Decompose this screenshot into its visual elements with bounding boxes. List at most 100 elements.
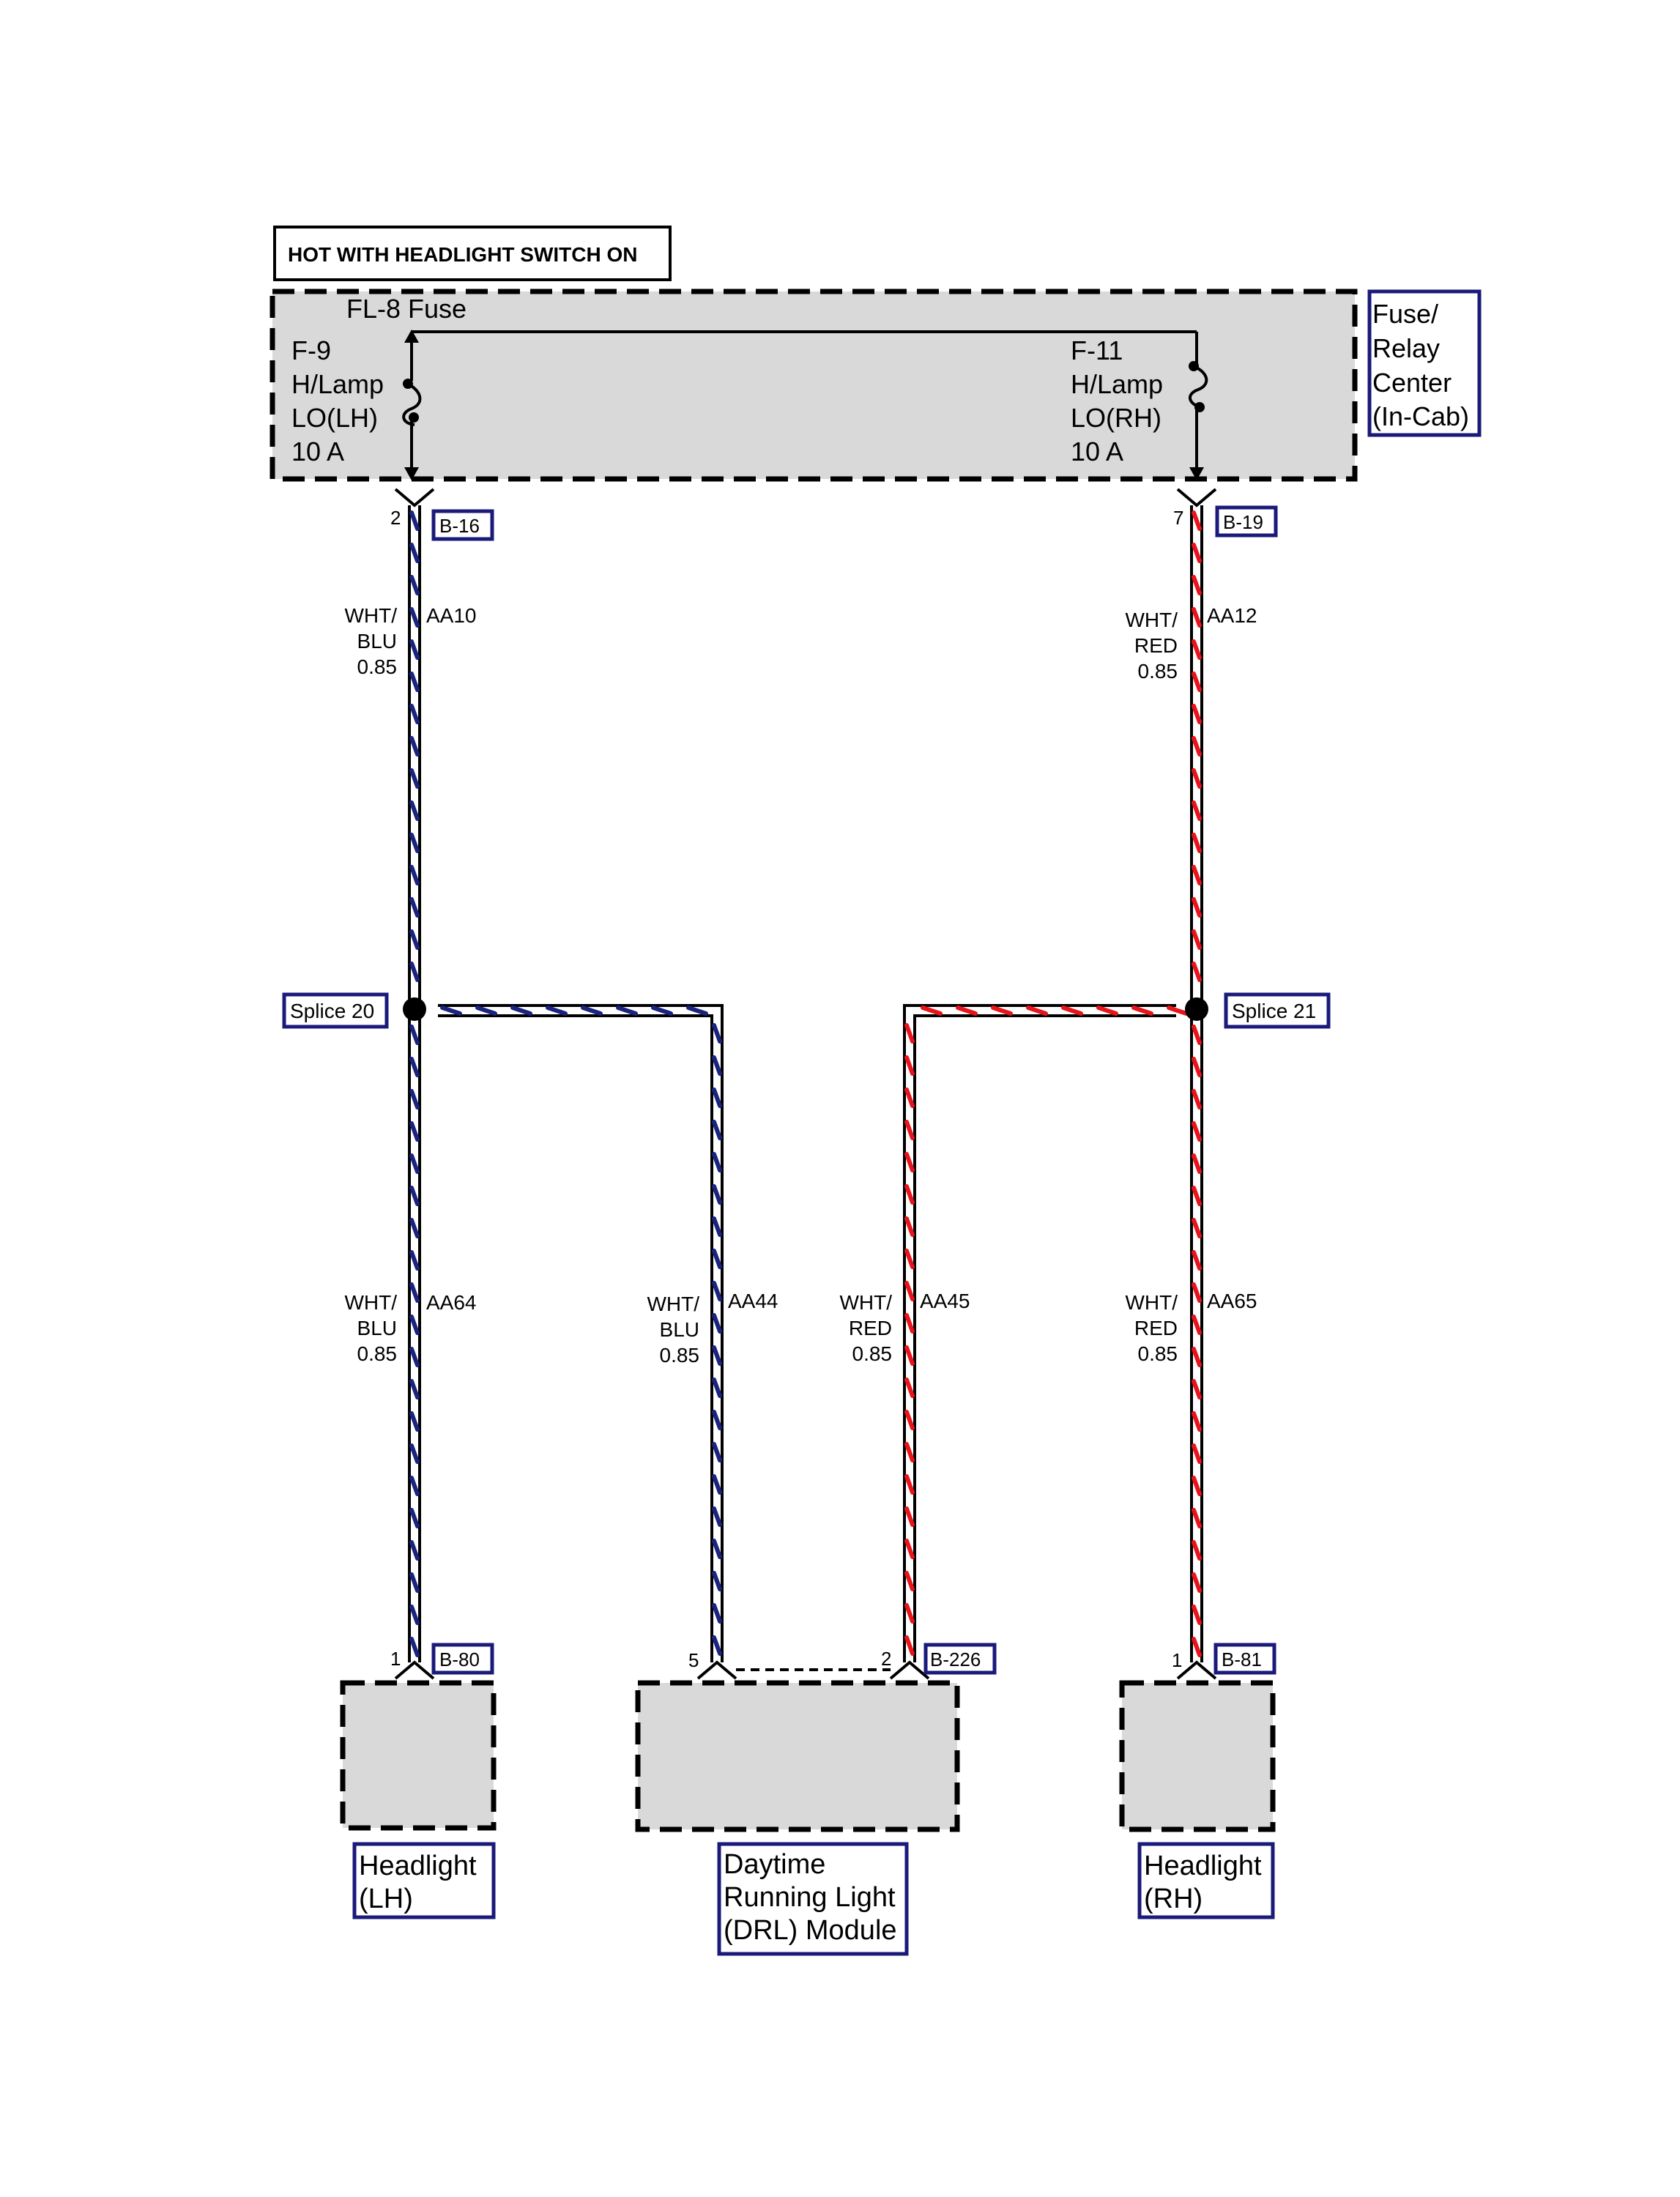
diagram-title: HOT WITH HEADLIGHT SWITCH ON [288,243,638,266]
wire-aa10-stripe [409,962,420,982]
wire-aa45-stripe [904,1281,915,1301]
fuse-relay-center-label-line3: Center [1372,368,1452,398]
wire-aa45-stripe [904,1474,915,1495]
wire-aa10-stripe [409,575,420,595]
wire-aa45 [903,1004,1176,1662]
wire-aa10-size: 0.85 [357,655,398,678]
wire-aa10-stripe [409,833,420,853]
wire-aa44-stripe [712,1152,722,1172]
wire-aa45-stripe [1131,1005,1153,1016]
wire-aa45-color-line1: WHT/ [839,1291,892,1314]
wire-aa45-stripe [904,1603,915,1624]
wire-aa64-stripe [409,1443,420,1464]
drl-module-label-line2: Running Light [724,1882,896,1913]
wire-aa12-stripe [1192,865,1202,885]
wire-aa44-size: 0.85 [660,1344,700,1367]
connector-b80-symbol [394,1660,435,1680]
wire-aa44-stripe [712,1088,722,1108]
connector-b80-label-box [431,1643,494,1675]
splice-20-label-box [282,992,389,1029]
connector-b81-pin: 1 [1172,1649,1182,1671]
wire-aa45-stripe [904,1635,915,1656]
wire-aa12-stripe [1192,510,1202,531]
connector-b19-symbol [1176,488,1217,508]
wire-aa65-stripe [1192,1089,1202,1109]
headlight-rh-label-box [1137,1842,1275,1919]
wire-aa44-stripe [712,1313,722,1334]
headlight-lh-label-box [352,1842,496,1919]
wire-aa45-stripe [904,1120,915,1140]
wire-aa44-stripe [712,1023,722,1044]
wire-aa12-circuit: AA12 [1207,604,1257,627]
headlight-rh-label-line1: Headlight [1144,1851,1262,1881]
headlight-rh-label-line2: (RH) [1144,1884,1203,1914]
wire-aa64-stripe [409,1572,420,1593]
wire-aa44-stripe [712,1410,722,1430]
connector-b19-pin: 7 [1173,507,1183,529]
wire-aa12-stripe [1192,736,1202,757]
fuse-relay-center-label-line4: (In-Cab) [1372,401,1469,431]
wire-aa44-stripe [651,1005,673,1016]
drl-module-component [635,1680,960,1832]
splice-21-dot [1185,997,1208,1021]
wire-aa65-stripe [1192,1347,1202,1367]
wire-aa12-stripe [1192,672,1202,692]
wire-aa44-stripe [712,1216,722,1237]
wire-aa10-stripe [409,639,420,660]
wire-aa64-stripe [409,1186,420,1206]
wire-aa44-stripe [712,1055,722,1076]
wire-aa10-stripe [409,768,420,789]
wire-aa44 [438,1004,724,1662]
wire-aa45-stripe [1061,1005,1083,1016]
wire-aa45-stripe [904,1410,915,1430]
splice-20-dot [403,997,426,1021]
wire-aa65-stripe [1192,1025,1202,1045]
title-box [273,226,672,281]
wire-aa12-stripe [1192,575,1202,595]
wire-aa64-stripe [409,1605,420,1625]
wire-aa45-stripe [991,1005,1013,1016]
wire-aa64-stripe [409,1540,420,1561]
wire-aa44-stripe [712,1635,722,1656]
wire-aa12-color-line1: WHT/ [1125,609,1178,631]
connector-b19-label-box [1215,505,1278,538]
wire-aa65-stripe [1192,1250,1202,1271]
wire-aa10-stripe [409,543,420,563]
wire-aa45-stripe [904,1345,915,1366]
wire-aa64-color-line2: BLU [357,1317,397,1339]
wire-aa65-stripe [1192,1637,1202,1657]
fuse-rh-line1: F-11 [1071,335,1123,365]
wire-aa64-stripe [409,1282,420,1303]
connector-b81-label: B-81 [1222,1648,1262,1670]
wire-aa12-stripe [1192,800,1202,821]
headlight-lh-label-line1: Headlight [359,1851,477,1881]
drl-module-label-line1: Daytime [724,1849,825,1880]
wire-aa10-stripe [409,897,420,918]
wire-aa12-stripe [1192,962,1202,982]
connector-b226-label: B-226 [930,1648,981,1670]
wire-aa45-stripe [904,1088,915,1108]
wire-aa65-stripe [1192,1218,1202,1238]
wire-aa65-stripe [1192,1443,1202,1464]
wire-aa10-stripe [409,672,420,692]
fuse-lh-line1: F-9 [291,335,331,365]
wire-aa45-stripe [904,1023,915,1044]
connector-b16-label: B-16 [439,515,480,537]
wire-aa12-stripe [1192,897,1202,918]
wire-aa44-stripe [712,1345,722,1366]
connector-b81-label-box [1213,1643,1276,1675]
connector-b226-pin-b: 2 [881,1648,891,1670]
wire-aa10-stripe [409,704,420,724]
wire-aa44-stripe [712,1281,722,1301]
wire-aa10-color-line1: WHT/ [344,604,397,627]
drl-module-label-line3: (DRL) Module [724,1915,897,1946]
wire-aa44-stripe [712,1249,722,1269]
wire-aa10-stripe [409,800,420,821]
wire-aa64-stripe [409,1057,420,1077]
wire-aa45-stripe [956,1005,978,1016]
wire-aa45-color-line2: RED [849,1317,892,1339]
connector-b81-symbol [1176,1660,1217,1680]
headlight-lh-label-line2: (LH) [359,1884,413,1914]
connector-b226-label-box [923,1643,997,1675]
